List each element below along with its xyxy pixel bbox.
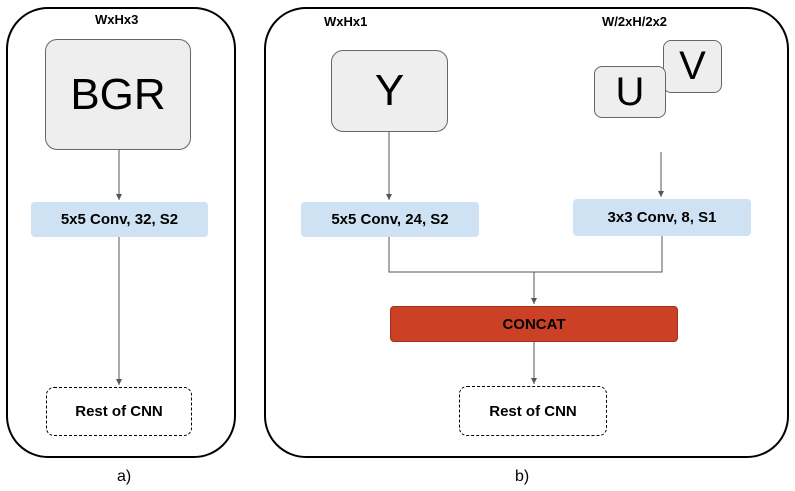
v-input-box: V [663,40,722,93]
bgr-input-box: BGR [45,39,191,150]
uv-dims-label: W/2xH/2x2 [602,14,668,29]
y-dims-label: WxHx1 [324,14,368,29]
u-input-box: U [594,66,666,118]
y-input-box: Y [331,50,448,132]
panel-b-caption: b) [515,468,530,485]
panel-b-rest-of-cnn: Rest of CNN [459,386,607,436]
panel-a-caption: a) [117,468,132,485]
y-conv-block: 5x5 Conv, 24, S2 [301,202,479,237]
panel-a-rest-of-cnn: Rest of CNN [46,387,192,436]
uv-conv-block: 3x3 Conv, 8, S1 [573,199,751,236]
panel-a-dims-label: WxHx3 [95,12,139,27]
merge-connector [388,236,663,273]
concat-block: CONCAT [390,306,678,342]
panel-a-conv-block: 5x5 Conv, 32, S2 [31,202,208,237]
